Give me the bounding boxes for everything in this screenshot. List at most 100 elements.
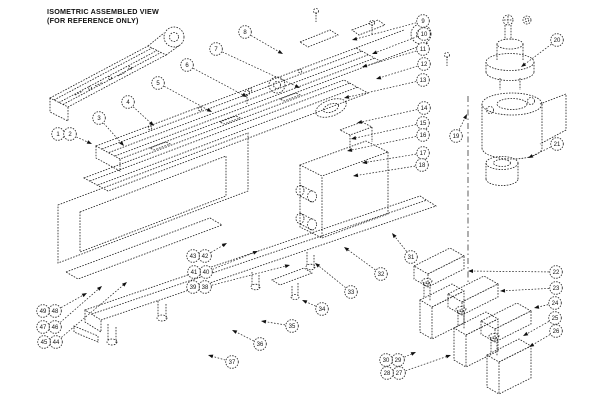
mid-rail bbox=[83, 79, 369, 192]
leader-44 bbox=[61, 283, 125, 338]
leader-arrow-31 bbox=[392, 233, 397, 239]
leader-10 bbox=[374, 36, 418, 54]
leader-40 bbox=[212, 251, 256, 270]
balloon-32: 32 bbox=[344, 247, 388, 281]
center-block bbox=[295, 121, 390, 239]
svg-text:40: 40 bbox=[203, 270, 210, 276]
svg-text:30: 30 bbox=[383, 358, 390, 364]
balloon-47: 47 bbox=[36, 320, 50, 334]
leader-20 bbox=[523, 43, 552, 66]
svg-text:49: 49 bbox=[40, 309, 47, 315]
leader-arrow-23 bbox=[500, 288, 506, 293]
balloon-17: 17 bbox=[362, 146, 430, 165]
balloon-31: 31 bbox=[392, 233, 418, 264]
leader-33 bbox=[317, 264, 346, 288]
svg-text:29: 29 bbox=[395, 358, 402, 364]
balloon-4: 4 bbox=[121, 95, 154, 126]
leader-arrow-44 bbox=[121, 282, 127, 287]
leader-22 bbox=[470, 270, 550, 273]
svg-text:12: 12 bbox=[421, 62, 428, 68]
balloon-16: 16 bbox=[347, 128, 430, 152]
leader-38 bbox=[211, 265, 288, 286]
balloon-29: 29 bbox=[391, 352, 416, 367]
bottom-rail bbox=[73, 195, 437, 346]
svg-text:23: 23 bbox=[553, 286, 560, 292]
svg-text:39: 39 bbox=[190, 285, 197, 291]
svg-text:17: 17 bbox=[420, 151, 427, 157]
balloon-6: 6 bbox=[180, 58, 247, 97]
leader-arrow-16 bbox=[347, 148, 353, 152]
balloon-48: 48 bbox=[48, 293, 87, 318]
bushing bbox=[485, 156, 519, 186]
screw-head-icon bbox=[502, 14, 514, 26]
svg-text:32: 32 bbox=[378, 272, 385, 278]
leader-8 bbox=[250, 35, 281, 53]
svg-text:5: 5 bbox=[156, 81, 160, 87]
leader-arrow-6 bbox=[241, 92, 247, 97]
svg-text:45: 45 bbox=[41, 340, 48, 346]
svg-text:38: 38 bbox=[202, 285, 209, 291]
svg-text:37: 37 bbox=[229, 360, 236, 366]
balloon-28: 28 bbox=[380, 366, 394, 380]
leader-arrow-34 bbox=[302, 300, 308, 304]
balloon-9: 9 bbox=[352, 14, 430, 41]
svg-text:24: 24 bbox=[552, 301, 559, 307]
balloon-33: 33 bbox=[315, 263, 358, 299]
balloon-22: 22 bbox=[468, 265, 563, 279]
svg-text:21: 21 bbox=[554, 142, 561, 148]
upper-arm-plates bbox=[299, 19, 386, 118]
leader-16 bbox=[349, 136, 417, 151]
leader-arrow-5 bbox=[206, 107, 212, 112]
leader-15 bbox=[353, 124, 417, 139]
leader-arrow-40 bbox=[252, 251, 258, 255]
leader-21 bbox=[530, 146, 551, 158]
leader-18 bbox=[355, 165, 416, 176]
balloon-40: 40 bbox=[199, 251, 258, 279]
leader-arrow-12 bbox=[376, 75, 382, 80]
balloon-1: 1 bbox=[51, 127, 65, 141]
balloon-49: 49 bbox=[36, 304, 50, 318]
balloon-10: 10 bbox=[372, 27, 431, 54]
svg-text:15: 15 bbox=[420, 121, 427, 127]
leader-23 bbox=[502, 288, 550, 292]
balloon-43: 43 bbox=[186, 249, 200, 263]
leader-arrow-26 bbox=[529, 342, 535, 347]
balloon-42: 42 bbox=[198, 243, 227, 263]
assembled-view-mini bbox=[49, 26, 185, 122]
leader-arrow-7 bbox=[294, 84, 300, 88]
svg-text:22: 22 bbox=[553, 270, 560, 276]
svg-text:35: 35 bbox=[289, 324, 296, 330]
balloon-18: 18 bbox=[353, 158, 429, 178]
svg-text:33: 33 bbox=[348, 290, 355, 296]
leader-19 bbox=[458, 116, 466, 130]
leader-25 bbox=[525, 321, 550, 335]
balloon-2: 2 bbox=[63, 127, 92, 144]
balloon-37: 37 bbox=[208, 354, 239, 369]
balloon-41: 41 bbox=[187, 265, 201, 279]
leader-arrow-27 bbox=[445, 354, 451, 359]
leader-arrow-21 bbox=[528, 154, 534, 158]
svg-text:11: 11 bbox=[420, 47, 427, 53]
leader-arrow-9 bbox=[352, 36, 358, 41]
balloon-15: 15 bbox=[351, 116, 430, 140]
balloon-11: 11 bbox=[362, 42, 430, 68]
mount-bracket bbox=[271, 267, 313, 300]
leader-35 bbox=[263, 321, 286, 326]
balloon-26: 26 bbox=[529, 324, 563, 347]
balloon-39: 39 bbox=[186, 280, 200, 294]
svg-text:1: 1 bbox=[56, 132, 60, 138]
leader-37 bbox=[210, 355, 226, 361]
leader-7 bbox=[222, 51, 298, 88]
svg-text:31: 31 bbox=[408, 255, 415, 261]
balloon-13: 13 bbox=[344, 73, 430, 99]
lock-washer-icon bbox=[522, 15, 532, 25]
leader-arrow-25 bbox=[523, 331, 529, 336]
balloon-46: 46 bbox=[48, 286, 102, 334]
balloon-20: 20 bbox=[521, 33, 564, 67]
leader-arrow-42 bbox=[221, 243, 227, 248]
leader-arrow-29 bbox=[410, 352, 416, 356]
balloon-7: 7 bbox=[209, 42, 300, 88]
balloon-25: 25 bbox=[523, 311, 562, 336]
leader-31 bbox=[393, 235, 407, 252]
